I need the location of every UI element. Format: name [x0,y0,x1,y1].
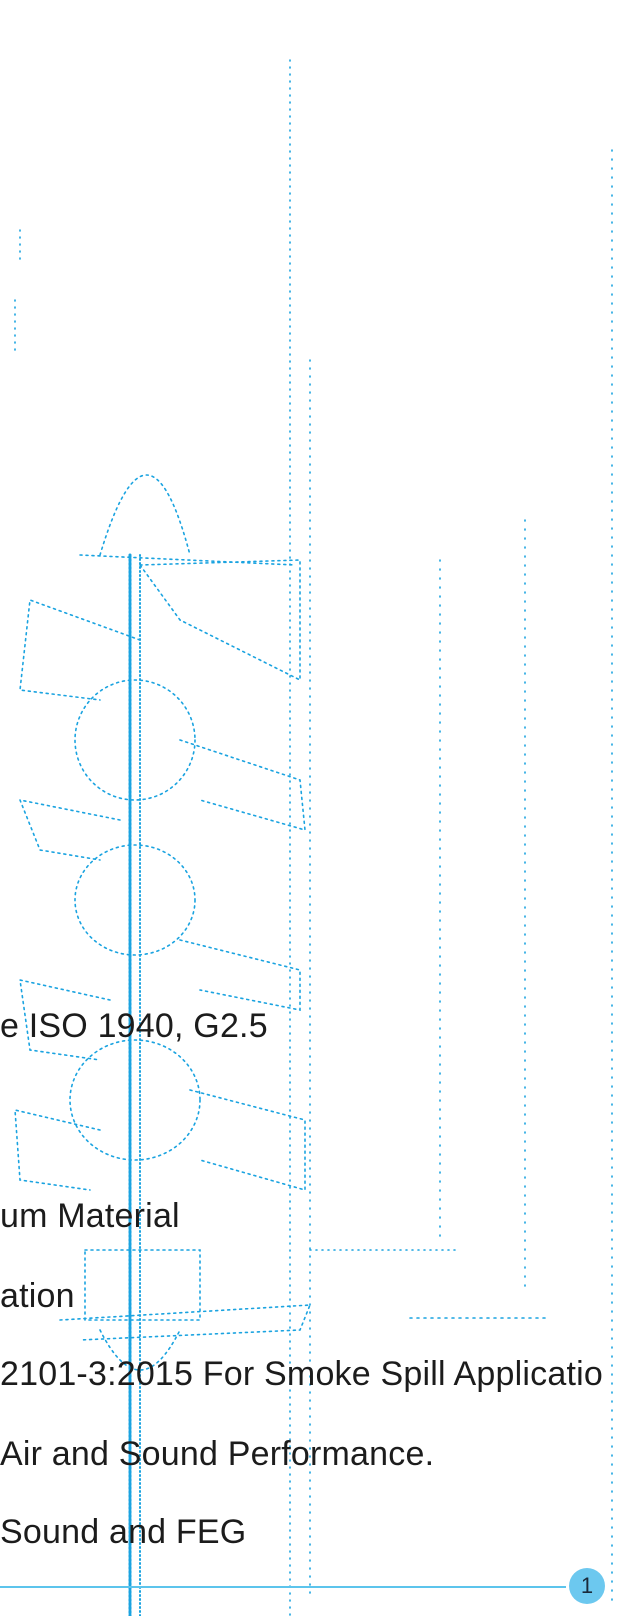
spec-line-air-sound: Air and Sound Performance. [0,1435,435,1473]
page-number: 1 [580,1573,594,1598]
spec-line-sound-feg: Sound and FEG [0,1513,247,1551]
spec-line-smoke-spill: 2101-3:2015 For Smoke Spill Applicatio [0,1355,603,1393]
page-number-badge: 1 [569,1568,605,1604]
spec-line-balance: e ISO 1940, G2.5 [0,1007,268,1045]
spec-line-material: um Material [0,1197,180,1235]
spec-line-application: ation [0,1277,75,1315]
footer-rule [0,1586,566,1588]
